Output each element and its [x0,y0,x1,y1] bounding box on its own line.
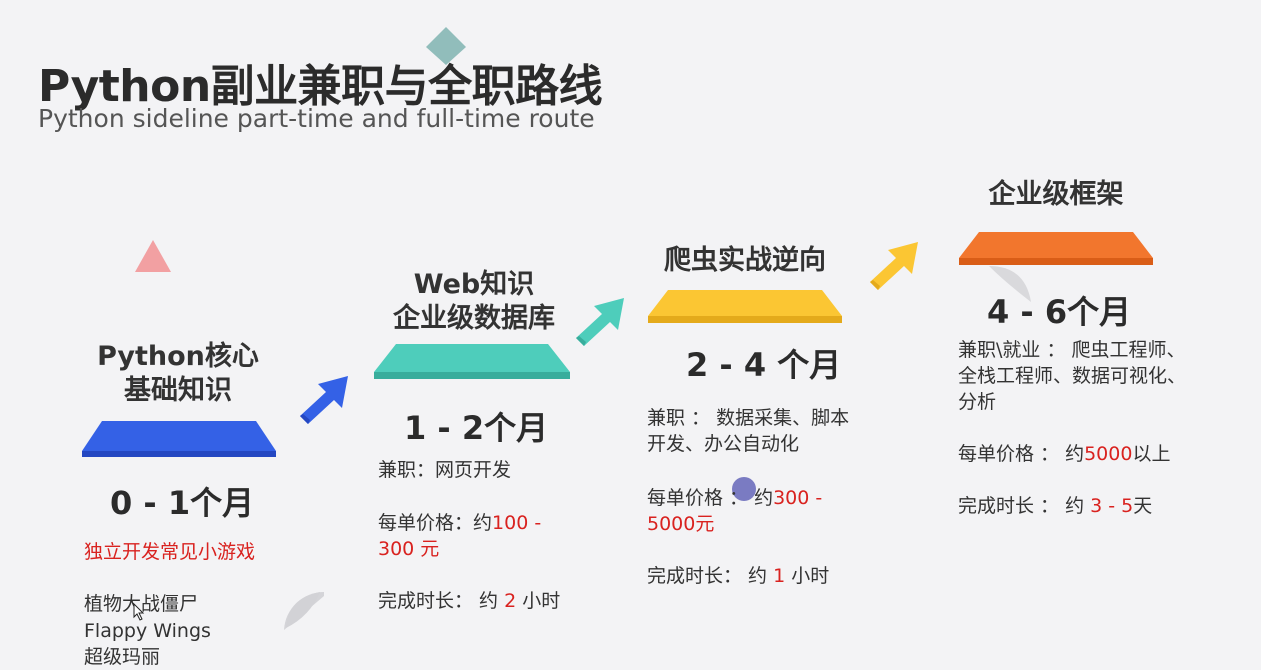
stage3-platform [648,290,842,323]
stage4-job-line2: 全栈工程师、数据可视化、 [958,365,1187,387]
stage4-price-label: 每单价格 ： 约 [958,443,1085,465]
stage3-price: 每单价格 ： 约300 - [647,486,822,511]
gray-semicircle-decoration [284,591,324,630]
stage2-platform [374,344,570,379]
gray-semicircle-decoration-2 [989,266,1031,302]
stage1-game-3: 超级玛丽 [84,646,161,668]
stage4-job-line3: 分析 [958,391,997,413]
stage4-time-unit: 天 [1133,495,1153,517]
stage2-time-label: 完成时长： 约 [378,590,505,612]
stage2-price-label: 每单价格：约 [378,512,493,534]
stage3-job-line1: 兼职 ： 数据采集、脚本 [647,407,850,429]
stage4-title: 企业级框架 [988,179,1124,210]
stage4-price-value: 5000 [1084,443,1133,465]
stage4-job-line1: 兼职\就业 ： 爬虫工程师、 [958,339,1186,361]
teal-diamond-decoration [426,27,466,65]
stage2-price-value-2: 300 元 [378,538,440,560]
stage2-time: 完成时长： 约 2 小时 [378,589,560,614]
mouse-cursor-icon [133,603,145,621]
stage3-title: 爬虫实战逆向 [664,245,826,276]
stage3-time: 完成时长： 约 1 小时 [647,564,829,589]
stage3-job-line2: 开发、办公自动化 [647,433,800,455]
stage3-price-value-2: 5000元 [647,513,715,535]
stage1-game-2: Flappy Wings [84,620,211,642]
stage2-price: 每单价格：约100 - [378,511,541,536]
stage2-title-line2: 企业级数据库 [393,303,555,334]
stage3-duration: 2 - 4 个月 [686,346,842,384]
stage4-time-value: 3 - 5 [1090,495,1134,517]
pink-triangle-decoration [135,240,171,272]
page-subtitle: Python sideline part-time and full-time … [38,104,595,133]
stage4-time: 完成时长 ： 约 3 - 5天 [958,494,1152,519]
stage4-price-suffix: 以上 [1132,443,1171,465]
purple-dot-decoration [732,477,756,501]
stage2-title-line1: Web知识 [413,269,535,300]
stage3-time-unit: 小时 [785,565,830,587]
stage1-title-line1: Python核心 [97,341,259,372]
stage4-duration: 4 - 6个月 [987,293,1132,331]
stage1-platform [82,421,276,457]
stage2-time-unit: 小时 [516,590,561,612]
stage1-duration: 0 - 1个月 [110,484,255,522]
stage2-job-value: 网页开发 [435,459,512,481]
arrow-up-right-icon-3 [870,242,918,290]
stage3-price-label: 每单价格 ： 约 [647,487,774,509]
stage2-job: 兼职：网页开发 [378,458,511,483]
page-title: Python副业兼职与全职路线 [38,61,603,112]
stage2-duration: 1 - 2个月 [404,409,549,447]
stage2-price-value-1: 100 - [492,512,542,534]
stage1-highlight: 独立开发常见小游戏 [84,541,256,563]
stage2-title: Web知识 企业级数据库 [376,268,572,336]
stage4-platform [959,232,1153,265]
stage1-title-line2: 基础知识 [124,375,232,406]
stage2-time-value: 2 [504,590,517,612]
stage1-game-1: 植物大战僵尸 [84,593,199,615]
stage3-time-value: 1 [773,565,786,587]
stage1-title: Python核心 基础知识 [88,340,268,408]
stage4-time-label: 完成时长 ： 约 [958,495,1091,517]
arrow-up-right-icon-2 [576,298,624,346]
stage4-price: 每单价格 ： 约5000以上 [958,442,1170,467]
stage3-price-value-1: 300 - [773,487,823,509]
arrow-up-right-icon [300,376,348,424]
stage2-job-label: 兼职： [378,459,436,481]
stage3-time-label: 完成时长： 约 [647,565,774,587]
